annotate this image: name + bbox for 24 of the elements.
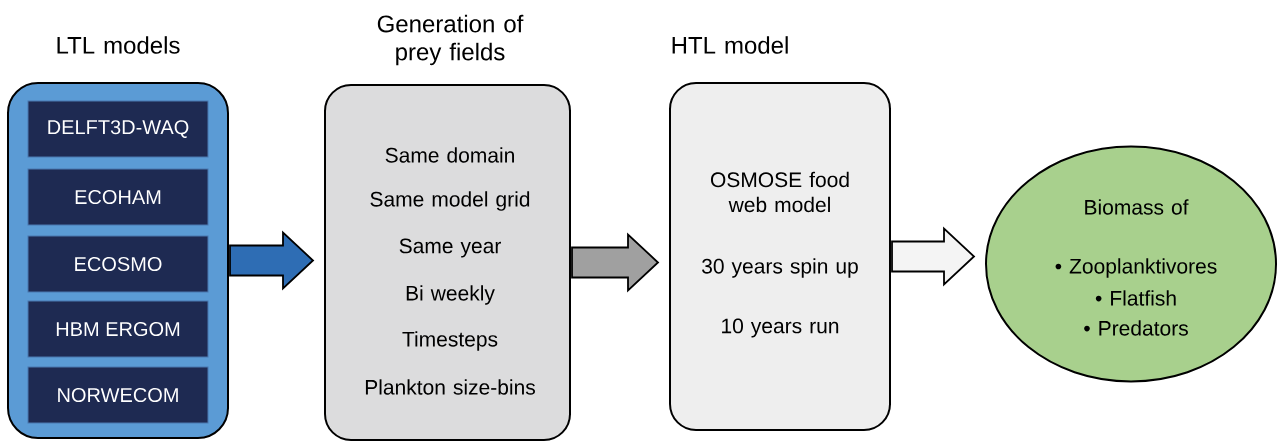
model-box: DELFT3D-WAQ <box>27 100 209 158</box>
box-text: Bi weekly <box>406 285 495 305</box>
box-text: • Flatfish <box>1095 290 1176 306</box>
block-arrow <box>571 232 660 293</box>
box-text: Timesteps <box>402 331 498 351</box>
model-box: ECOHAM <box>27 168 209 226</box>
box-text: • Predators <box>1084 320 1188 336</box>
column-heading: HTL model <box>672 36 788 54</box>
column-heading: LTL models <box>57 36 180 54</box>
box-text: Biomass of <box>1085 199 1189 215</box>
model-box: NORWECOM <box>27 366 209 424</box>
box-text: OSMOSE food web model <box>710 171 849 213</box>
box-text: Plankton size-bins <box>365 379 535 395</box>
box-text: Same year <box>399 238 501 258</box>
model-box: HBM ERGOM <box>27 300 209 358</box>
box-text: • Zooplanktivores <box>1055 258 1217 278</box>
box-text: 10 years run <box>722 318 839 338</box>
block-arrow <box>891 226 976 287</box>
column-heading: Generation of prey fields <box>377 14 524 66</box>
box-text: Same domain <box>385 147 514 163</box>
model-box: ECOSMO <box>27 235 209 293</box>
block-arrow <box>229 230 315 291</box>
box-text: 30 years spin up <box>702 258 858 278</box>
box-text: Same model grid <box>370 191 530 211</box>
